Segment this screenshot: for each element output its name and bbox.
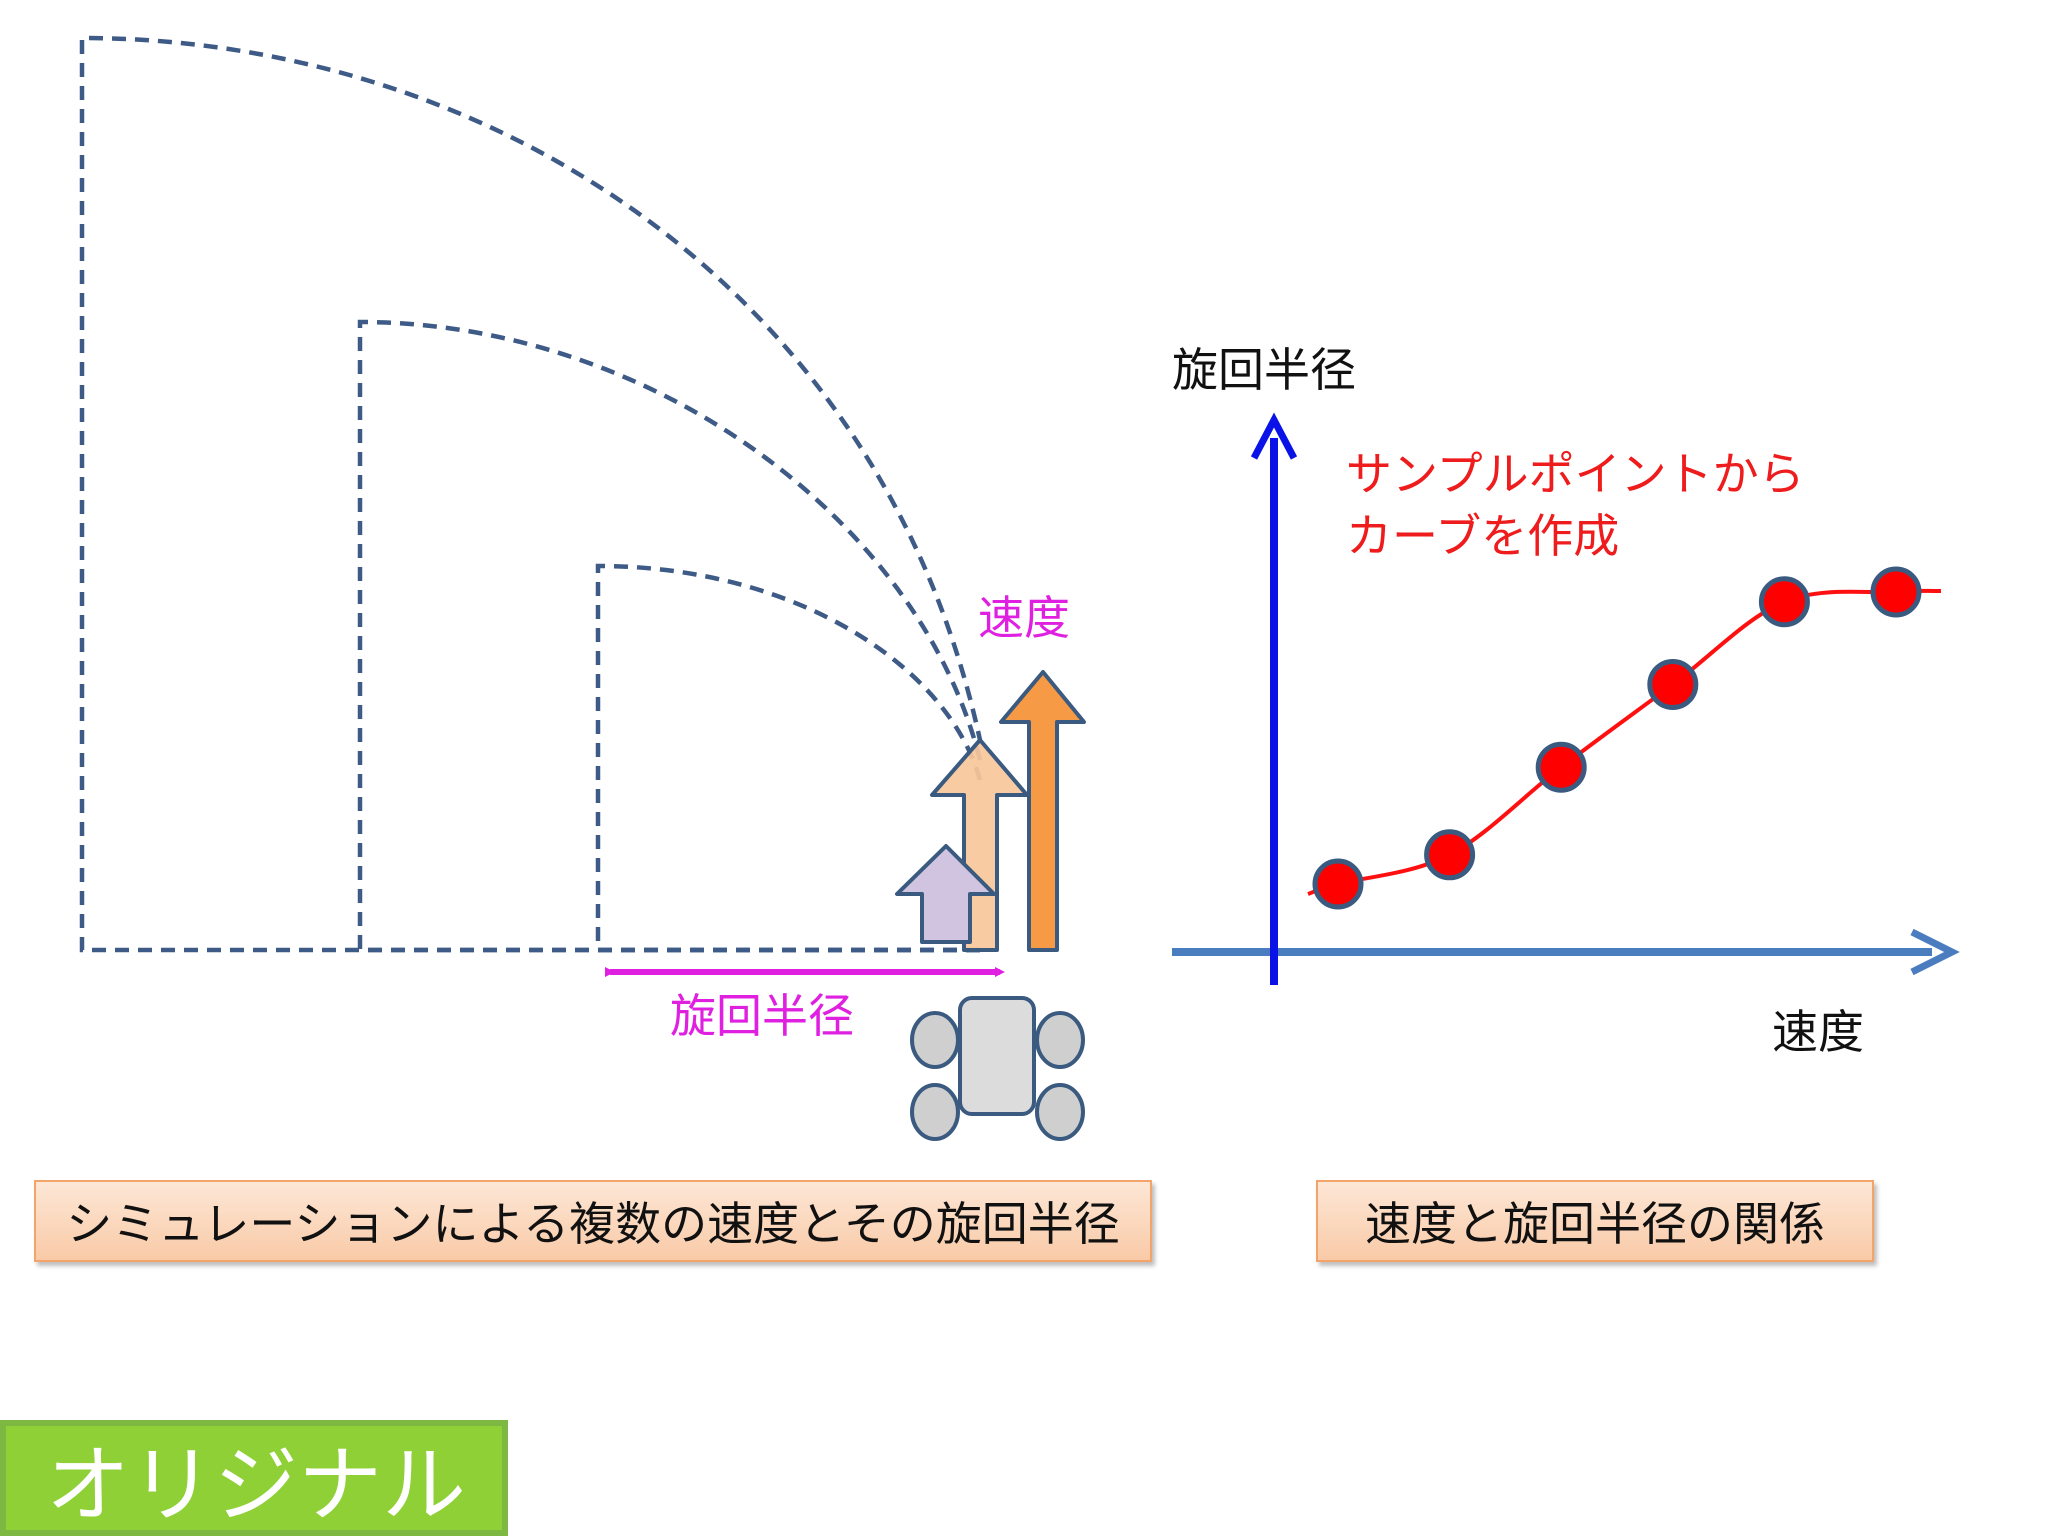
original-badge: オリジナル (0, 1420, 508, 1536)
robot-wheel-rear-right (1035, 1083, 1085, 1141)
x-axis-label: 速度 (1772, 1005, 1864, 1059)
sample-point-1 (1312, 858, 1364, 910)
trajectory-small (595, 563, 983, 953)
caption-relationship: 速度と旋回半径の関係 (1316, 1180, 1874, 1262)
speed-arrows (895, 670, 1086, 952)
robot-wheel-front-left (910, 1011, 960, 1069)
chart-axes (1172, 412, 1960, 985)
caption-simulation: シミュレーションによる複数の速度とその旋回半径 (34, 1180, 1152, 1262)
fitted-curve (1307, 588, 1942, 896)
sample-point-3 (1535, 741, 1587, 793)
chart-series (1307, 566, 1942, 910)
sample-point-2 (1424, 829, 1476, 881)
x-axis-arrowhead (1910, 928, 1960, 976)
speed-label-left: 速度 (978, 591, 1070, 645)
robot-vehicle (910, 996, 1085, 1141)
radius-label-left: 旋回半径 (670, 989, 854, 1043)
sample-point-5 (1758, 576, 1810, 628)
sample-point-4 (1647, 658, 1699, 710)
trajectory-arcs (79, 35, 983, 953)
y-axis-label: 旋回半径 (1172, 343, 1356, 397)
robot-wheel-front-right (1035, 1011, 1085, 1069)
sample-point-6 (1870, 566, 1922, 618)
speed-arrow-medium (930, 738, 1029, 952)
curve-annotation-line1: サンプルポイントから (1346, 447, 1805, 501)
speed-arrow-small (895, 844, 996, 944)
trajectory-large (79, 35, 983, 953)
curve-annotation-line2: カーブを作成 (1346, 509, 1620, 563)
trajectory-medium (357, 319, 983, 953)
y-axis-arrowhead (1250, 412, 1298, 460)
robot-wheel-rear-left (910, 1083, 960, 1141)
speed-arrow-large (999, 670, 1086, 952)
robot-body (958, 996, 1036, 1116)
